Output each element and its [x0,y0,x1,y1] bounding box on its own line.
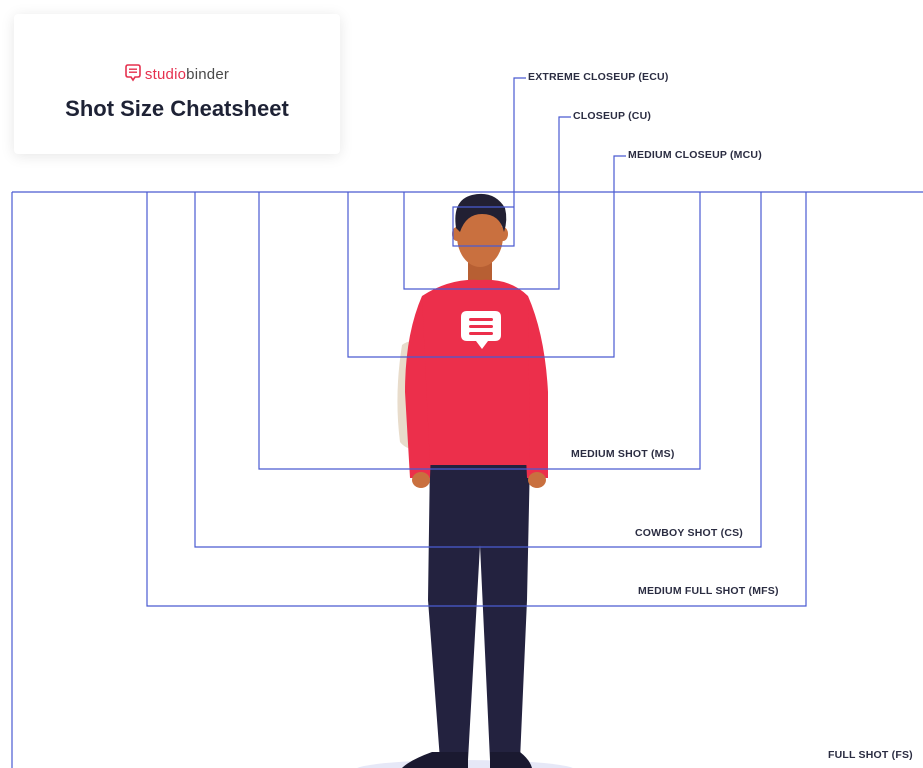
label-mfs: MEDIUM FULL SHOT (MFS) [636,585,781,597]
label-ecu: EXTREME CLOSEUP (ECU) [526,71,671,83]
brand-logo: studiobinder [14,64,340,86]
right-shoe [490,752,532,768]
brand-name-suffix: binder [186,66,229,83]
title-card: studiobinder Shot Size Cheatsheet [14,14,340,154]
label-cs: COWBOY SHOT (CS) [633,527,745,539]
right-hand [528,472,546,488]
label-fs: FULL SHOT (FS) [826,749,915,761]
pants [428,458,530,760]
label-cu: CLOSEUP (CU) [571,110,653,122]
left-hand [412,472,430,488]
left-shoe [402,752,468,768]
page-title: Shot Size Cheatsheet [14,96,340,122]
brand-name-prefix: studio [145,66,186,83]
chat-bubble-logo-icon [125,64,141,86]
person-illustration [397,194,548,768]
sweater [422,280,530,465]
label-mcu: MEDIUM CLOSEUP (MCU) [626,149,764,161]
label-ms: MEDIUM SHOT (MS) [569,448,677,460]
